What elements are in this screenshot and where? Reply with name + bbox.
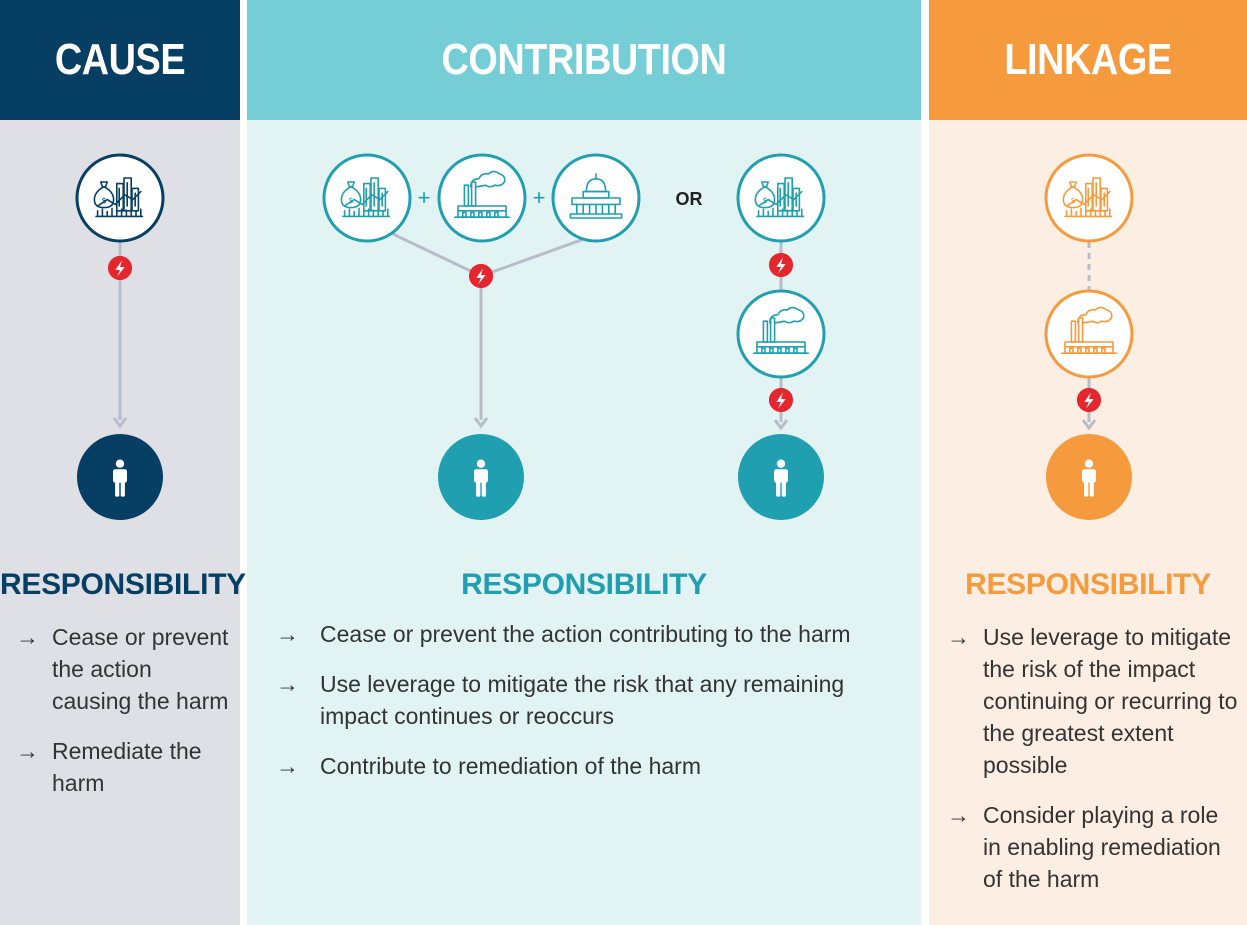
- arrow-icon: →: [276, 753, 299, 779]
- arrow-icon: →: [276, 671, 299, 697]
- list-item: →Consider playing a role in enabling rem…: [947, 799, 1239, 895]
- arrow-icon: →: [16, 624, 39, 650]
- list-item: →Use leverage to mitigate the risk of th…: [947, 621, 1239, 781]
- list-item: →Cease or prevent the action contributin…: [276, 618, 916, 650]
- arrow-icon: →: [16, 738, 39, 764]
- linkage-responsibility-heading: RESPONSIBILITY: [965, 568, 1211, 601]
- or-label: OR: [676, 189, 703, 209]
- linkage-column: LINKAGE RESPONSIBILITY →Use leverage to …: [929, 0, 1247, 925]
- lightning-bolt-icon: [107, 255, 133, 281]
- lightning-bolt-icon: [768, 252, 794, 278]
- lightning-bolt-icon: [1076, 387, 1102, 413]
- cause-responsibility-heading: RESPONSIBILITY: [0, 568, 246, 601]
- list-item: →Remediate the harm: [16, 735, 231, 799]
- contribution-responsibility-list: →Cease or prevent the action contributin…: [276, 618, 916, 800]
- cause-responsibility-list: →Cease or prevent the action causing the…: [16, 621, 231, 817]
- linkage-diagram: [1044, 153, 1134, 520]
- cause-header-bg: [0, 0, 240, 120]
- arrow-icon: →: [947, 624, 970, 650]
- list-item: →Use leverage to mitigate the risk that …: [276, 668, 916, 732]
- contribution-body: [247, 120, 921, 925]
- contribution-diagram: + + OR: [322, 153, 826, 520]
- cause-column: CAUSE RESPONSIBILITY →Cease or prevent t…: [0, 0, 246, 925]
- lightning-bolt-icon: [768, 387, 794, 413]
- contribution-header-bg: [247, 0, 921, 120]
- cause-title: CAUSE: [54, 35, 186, 84]
- plus-sign: +: [418, 185, 431, 210]
- linkage-title: LINKAGE: [1004, 35, 1172, 84]
- linkage-responsibility-list: →Use leverage to mitigate the risk of th…: [947, 621, 1239, 913]
- arrow-icon: →: [276, 621, 299, 647]
- contribution-column: CONTRIBUTION + + OR RESPONSIBI: [247, 0, 921, 925]
- linkage-header-bg: [929, 0, 1247, 120]
- cause-diagram: [75, 153, 165, 520]
- lightning-bolt-icon: [468, 263, 494, 289]
- list-item: →Contribute to remediation of the harm: [276, 750, 916, 782]
- arrow-icon: →: [947, 802, 970, 828]
- contribution-title: CONTRIBUTION: [441, 35, 727, 84]
- plus-sign: +: [533, 185, 546, 210]
- list-item: →Cease or prevent the action causing the…: [16, 621, 231, 717]
- contribution-responsibility-heading: RESPONSIBILITY: [461, 568, 707, 601]
